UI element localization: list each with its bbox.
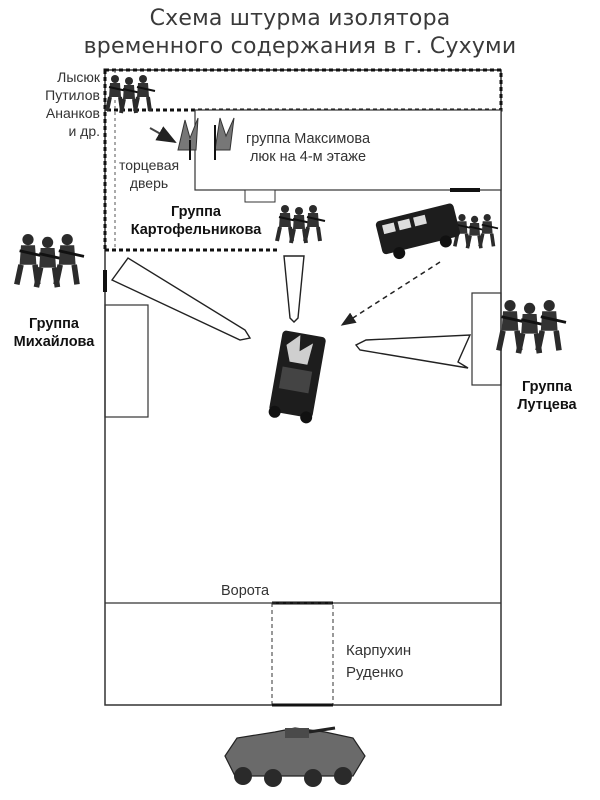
kartofelnikov-group-label: Группа Картофельникова: [130, 204, 262, 238]
mikhailov-group-label: Группа Михайлова: [13, 316, 95, 350]
gate-post: [271, 602, 334, 706]
diagram-title-line-2: временного содержания в г. Сухуми: [83, 34, 517, 59]
luttsev-group-label: Группа Лутцева: [517, 379, 577, 413]
burning-bus-icon: [268, 330, 326, 424]
left-annex: [104, 304, 149, 418]
attack-arrow-mikhailov: [110, 257, 252, 341]
names-label-top-left: Лысюк Путилов Ананков и др.: [45, 69, 100, 139]
apc-icon: [224, 726, 366, 787]
soldier-group-icon: [499, 300, 566, 353]
soldier-group-icon: [17, 234, 84, 287]
maksimov-label: группа Максимова люк на 4-м этаже: [245, 131, 371, 165]
soldier-group-icon: [277, 205, 325, 243]
bus-icon: [375, 203, 461, 260]
attack-arrow-kartofelnikov: [283, 255, 305, 323]
soldier-group-icon: [107, 75, 155, 113]
bus-path-arrow: [340, 261, 441, 326]
diagram-title-line-1: Схема штурма изолятора: [149, 6, 451, 31]
end-door-label: торцевая дверь: [118, 157, 180, 191]
soldier-group-icon: [455, 214, 498, 248]
attack-arrow-luttsev: [354, 334, 472, 369]
gate-names-label: Карпухин Руденко: [346, 642, 412, 681]
right-annex: [471, 292, 502, 386]
gate-label: Ворота: [221, 583, 270, 599]
explosion-icon: [177, 117, 235, 151]
